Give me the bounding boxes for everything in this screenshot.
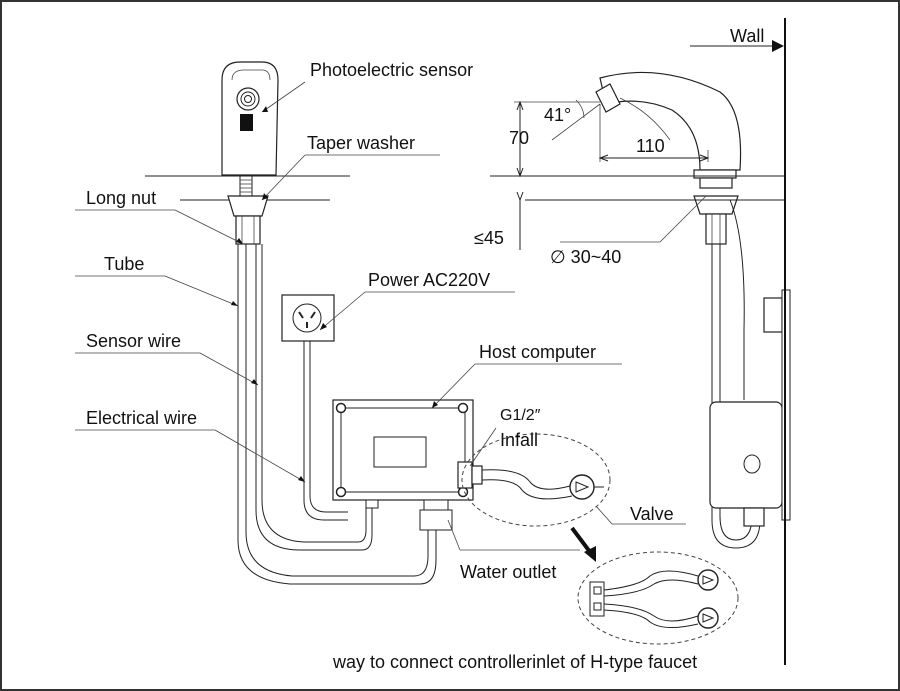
infall-connection — [457, 461, 604, 500]
label-long-nut: Long nut — [86, 188, 156, 208]
label-valve: Valve — [630, 504, 674, 524]
left-faucet-body — [221, 61, 279, 176]
label-host-computer: Host computer — [479, 342, 596, 362]
dimension-lines — [514, 99, 710, 250]
label-taper-washer: Taper washer — [307, 133, 415, 153]
wall-arrow-icon — [772, 40, 784, 52]
dim-thickness: ≤45 — [474, 228, 504, 248]
label-tube: Tube — [104, 254, 144, 274]
dim-angle: 41° — [544, 105, 571, 125]
detail-callout-ellipse — [461, 433, 611, 527]
left-long-nut — [235, 215, 261, 245]
label-electrical-wire: Electrical wire — [86, 408, 197, 428]
dim-height: 70 — [509, 128, 529, 148]
sensor-window-icon — [240, 114, 253, 131]
detail-arrow-icon — [570, 526, 596, 562]
label-infall: Infall — [500, 430, 538, 450]
left-taper-washer — [227, 195, 269, 217]
label-water-outlet: Water outlet — [460, 562, 556, 582]
h-type-detail — [577, 551, 739, 645]
caption: way to connect controllerinlet of H-type… — [332, 652, 697, 672]
label-photoelectric-sensor: Photoelectric sensor — [310, 60, 473, 80]
power-socket — [281, 294, 348, 521]
dim-reach: 110 — [636, 136, 665, 156]
dim-hole-diameter: ∅ 30~40 — [550, 247, 621, 267]
left-shank — [239, 175, 253, 197]
label-wall: Wall — [730, 26, 764, 46]
leader-lines — [75, 81, 686, 551]
left-tube-and-wires — [237, 244, 437, 585]
host-computer-box — [332, 399, 474, 531]
label-thread: G1/2″ — [500, 407, 541, 424]
sensor-eye-icon — [236, 87, 260, 111]
label-power: Power AC220V — [368, 270, 490, 290]
label-sensor-wire: Sensor wire — [86, 331, 181, 351]
